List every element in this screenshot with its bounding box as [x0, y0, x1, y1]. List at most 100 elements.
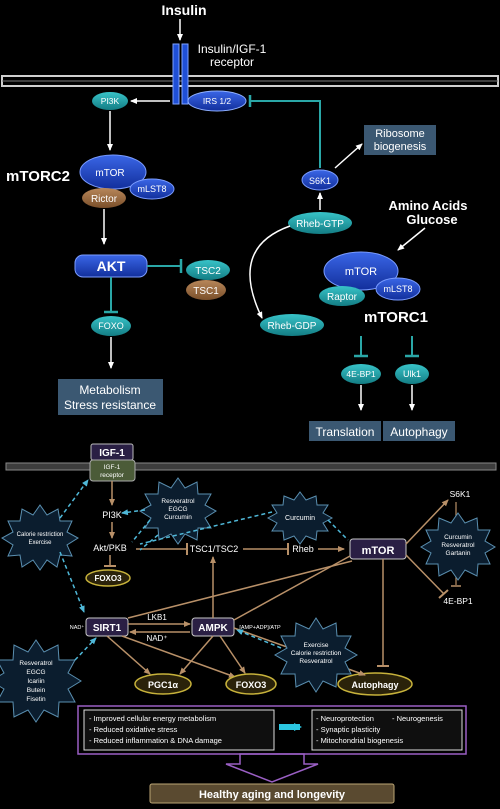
benefit-left-3: - Reduced inflammation & DNA damage: [89, 736, 222, 745]
ulk1-node: [395, 364, 429, 384]
irs-label: IRS 1/2: [203, 96, 232, 106]
autophagy-box: [383, 421, 455, 441]
glucose-label: Glucose: [406, 212, 457, 227]
4ebp1-node: [341, 364, 381, 384]
pgc1a-node: [134, 673, 192, 695]
healthy-aging-label: Healthy aging and longevity: [199, 789, 346, 801]
right-burst-label-1: Curcumin: [444, 534, 472, 541]
s6k1-label: S6K1: [309, 176, 331, 186]
metabolism-label: Metabolism: [79, 383, 140, 397]
pi3k-bottom-label: PI3K: [102, 510, 122, 520]
akt-pkb-label: Akt/PKB: [93, 543, 127, 553]
mtor-bottom-box: [349, 538, 407, 560]
foxo3-left-node: [85, 569, 131, 587]
foxo-node: [91, 316, 131, 336]
4ebp1-label: 4E-BP1: [346, 369, 376, 379]
insulin-receptor: [172, 43, 189, 105]
resveratrol-burst-label-3: Curcumin: [164, 514, 192, 521]
nad-label: NAD⁺: [146, 634, 167, 643]
igf1-receptor-label: IGF-1: [104, 464, 121, 471]
curcumin-center-label: Curcumin: [285, 515, 315, 522]
down-arrow: [225, 753, 319, 783]
resveratrol-burst-label-1: Resveratrol: [161, 498, 195, 505]
resveratrol-egcg-burst: [139, 477, 217, 545]
biogenesis-label: biogenesis: [374, 141, 427, 153]
foxo3-node: [225, 673, 277, 695]
left-burst-label-3: Icariin: [27, 678, 45, 685]
exercise-burst-label-1: Exercise: [304, 642, 329, 649]
sirt1-label: SIRT1: [93, 623, 122, 634]
pi3k-label: PI3K: [101, 96, 120, 106]
curcumin-burst: [266, 491, 334, 545]
stress-resistance-label: Stress resistance: [64, 398, 156, 412]
tsc1-node: [186, 280, 226, 300]
benefits-right-box: [311, 709, 463, 751]
rheb-cycle-arrow: [249, 225, 291, 319]
benefit-right-3: - Mitochondrial biogenesis: [316, 736, 403, 745]
rheb-gtp-node: [288, 212, 352, 234]
exercise-calorie-burst: [274, 617, 358, 693]
curcumin-resveratrol-gartanin-burst: [420, 512, 496, 581]
tsc2-node: [186, 260, 230, 280]
igf1-label: IGF-1: [99, 448, 125, 459]
exercise-label: Exercise: [28, 540, 52, 546]
ampk-label: AMPK: [198, 623, 228, 634]
benefit-left-1: - Improved cellular energy metabolism: [89, 714, 216, 723]
amp-ratio-label: [AMP+ADP]/ATP: [239, 625, 281, 631]
benefit-right-1: - Neuroprotection: [316, 714, 374, 723]
s6k1-node: [301, 169, 339, 191]
rictor-label: Rictor: [91, 194, 118, 205]
healthy-aging-box: [149, 783, 395, 804]
resveratrol-burst-label-2: EGCG: [168, 506, 187, 513]
mlst8-c1-label: mLST8: [383, 284, 412, 294]
mtorc1-title: mTORC1: [364, 309, 428, 326]
mtor-c1-node: [323, 251, 399, 291]
left-burst-label-4: Butein: [27, 687, 46, 694]
pi3k-node: [92, 92, 128, 110]
metabolism-box: [58, 379, 163, 415]
ulk1-label: Ulk1: [403, 369, 421, 379]
mtor-c2-label: mTOR: [95, 168, 124, 179]
autophagy-bottom-label: Autophagy: [352, 680, 399, 690]
ribosome-label: Ribosome: [375, 128, 425, 140]
s6k1-bottom-label: S6K1: [450, 489, 471, 499]
autophagy-bottom-node: [337, 672, 413, 696]
dashed-influence-lines: [59, 479, 349, 661]
foxo3-label: FOXO3: [236, 680, 267, 690]
rheb-gdp-node: [260, 314, 324, 336]
akt-label: AKT: [97, 258, 126, 274]
tsc-label: TSC1/TSC2: [190, 544, 239, 554]
right-burst-label-2: Resveratrol: [441, 542, 475, 549]
exercise-burst-label-3: Resveratrol: [299, 658, 333, 665]
rheb-label: Rheb: [292, 544, 314, 554]
left-burst-label-2: EGCG: [26, 669, 45, 676]
mlst8-c2-node: [129, 178, 175, 200]
lkb1-label: LKB1: [147, 613, 167, 622]
foxo3-left-label: FOXO3: [94, 574, 122, 583]
igf1-receptor-label-2: receptor: [100, 472, 125, 479]
calorie-restriction-label: Calorie restriction: [17, 532, 64, 538]
translation-label: Translation: [316, 425, 375, 439]
ribosome-box: [364, 125, 436, 155]
mlst8-c2-label: mLST8: [137, 184, 166, 194]
rictor-node: [82, 188, 126, 208]
mtor-c1-label: mTOR: [345, 266, 377, 278]
raptor-node: [319, 286, 365, 306]
calorie-restriction-burst: [1, 504, 79, 571]
benefit-right-2: - Synaptic plasticity: [316, 725, 380, 734]
4ebp1-bottom-label: 4E-BP1: [443, 596, 473, 606]
benefit-left-2: - Reduced oxidative stress: [89, 725, 178, 734]
cell-membrane-bottom: [5, 462, 497, 471]
top-panel: Insulin Insulin/IGF-1 receptor IRS 1/2 P…: [1, 2, 499, 441]
left-burst-label-1: Resveratrol: [19, 660, 53, 667]
rheb-gdp-label: Rheb-GDP: [268, 321, 317, 332]
tsc1-label: TSC1: [193, 286, 219, 297]
rheb-gtp-label: Rheb-GTP: [296, 219, 344, 230]
mlst8-c1-node: [375, 277, 421, 301]
receptor-label: Insulin/IGF-1: [198, 42, 267, 56]
s6k1-irs-inhibition: [250, 100, 321, 168]
insulin-label: Insulin: [161, 2, 206, 18]
raptor-label: Raptor: [327, 292, 358, 303]
